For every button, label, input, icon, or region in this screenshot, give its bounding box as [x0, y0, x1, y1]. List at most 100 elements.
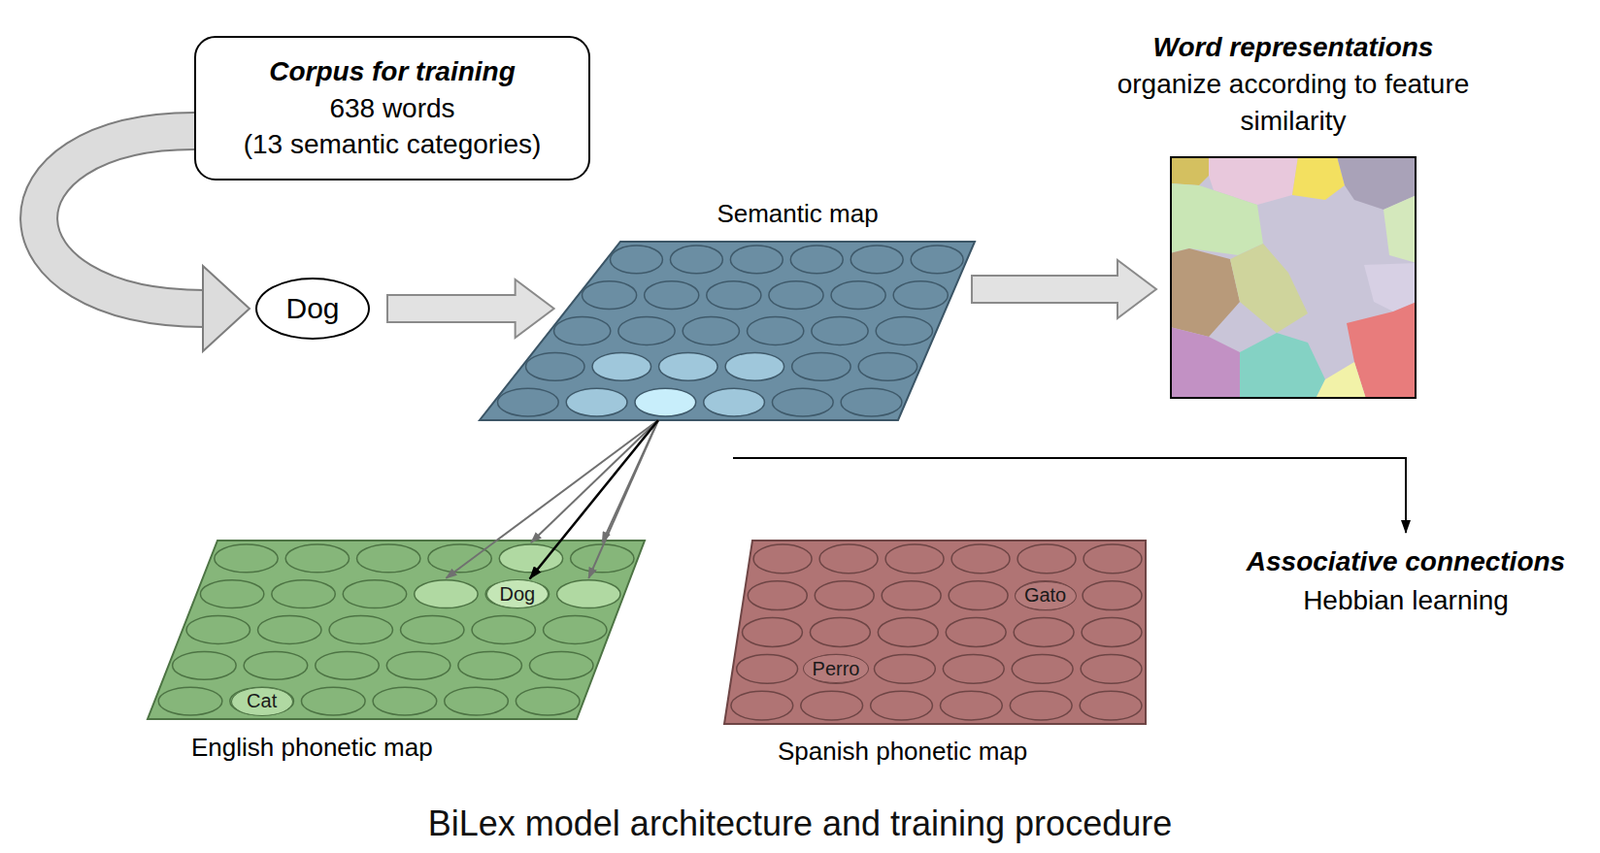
map-unit: [1081, 618, 1142, 648]
map-unit: [809, 618, 870, 648]
map-unit: [858, 352, 918, 381]
feature-region: [1239, 333, 1326, 400]
map-unit: [342, 580, 406, 609]
word-circle: Gato: [1014, 581, 1077, 611]
map-unit: [814, 581, 874, 611]
map-unit: [243, 651, 308, 680]
feature-map-frame: [1170, 157, 1416, 399]
feature-region: [1169, 183, 1264, 256]
map-unit: [644, 281, 700, 310]
feature-region: [1169, 327, 1240, 400]
map-unit: [471, 616, 536, 645]
map-unit: [1083, 544, 1142, 574]
map-unit: [634, 388, 697, 417]
box-body: (13 semantic categories): [243, 126, 542, 164]
map-unit: [582, 281, 637, 310]
semantic-map: Semantic map: [479, 241, 975, 421]
map-unit: [618, 317, 675, 346]
map-unit: [1079, 691, 1142, 721]
map-unit: [1009, 691, 1072, 721]
map-unit: [214, 544, 278, 573]
map-unit: [771, 388, 834, 417]
map-unit: [1017, 544, 1076, 574]
box-heading: Corpus for training: [268, 53, 516, 91]
map-unit: [329, 616, 394, 645]
map-unit: [592, 352, 652, 381]
map-unit: [515, 687, 580, 716]
map-title: Semantic map: [620, 199, 975, 230]
map-plane: [724, 540, 1146, 725]
map-unit: [725, 352, 785, 381]
map-unit: [790, 245, 843, 274]
circle-label: Perro: [812, 658, 861, 681]
map-unit: [736, 654, 799, 684]
fan-line: [445, 420, 659, 579]
map-unit: [939, 691, 1002, 721]
map-unit: [498, 388, 560, 417]
map-unit: [742, 618, 803, 648]
map-unit: [372, 687, 437, 716]
annotation-heading: Associative connections: [1246, 546, 1566, 578]
circle-label: Gato: [1024, 584, 1067, 607]
map-unit: [186, 616, 251, 645]
fan-line: [601, 420, 659, 543]
map-unit: [485, 580, 549, 609]
figure-caption: BiLex model architecture and training pr…: [0, 803, 1600, 845]
map-unit: [819, 544, 878, 574]
map-unit: [747, 581, 807, 611]
panel-body: organize according to feature similarity: [1116, 66, 1470, 140]
fan-line: [531, 420, 659, 543]
map-unit: [285, 544, 349, 573]
map-unit: [570, 544, 634, 573]
map-unit: [158, 687, 223, 716]
map-unit: [870, 691, 934, 721]
feature-region: [1169, 248, 1240, 337]
map-unit: [893, 281, 948, 310]
map-unit: [200, 580, 264, 609]
feature-region: [1383, 195, 1417, 264]
curved-arrow-edge: [38, 131, 205, 309]
map-unit: [881, 581, 941, 611]
map-unit: [753, 544, 812, 574]
connector: [445, 420, 659, 579]
box-body: 638 words: [329, 90, 455, 128]
map-unit: [805, 654, 867, 684]
map-unit: [458, 651, 523, 680]
curved-arrow-body: [38, 131, 205, 309]
map-unit: [768, 281, 824, 310]
map-unit: [885, 544, 944, 574]
panel-heading: Word representations: [1116, 29, 1470, 67]
connector: [971, 260, 1157, 319]
ellipse-label: Dog: [285, 292, 339, 326]
map-unit: [566, 388, 628, 417]
connector: [387, 279, 555, 338]
map-unit: [230, 687, 295, 716]
map-unit: [1080, 654, 1142, 684]
feature-region: [1230, 243, 1308, 334]
map-unit: [873, 654, 935, 684]
map-unit: [910, 245, 964, 274]
map-unit: [1015, 581, 1075, 611]
map-unit: [610, 245, 664, 274]
map-unit: [300, 687, 366, 716]
map-unit: [529, 651, 594, 680]
map-unit: [811, 317, 868, 346]
map-unit: [554, 317, 611, 346]
map-unit: [877, 618, 938, 648]
bracket-path: [733, 458, 1406, 534]
map-unit: [414, 580, 478, 609]
map-unit: [428, 544, 492, 573]
map-title: Spanish phonetic map: [777, 736, 1186, 767]
feature-region: [1315, 362, 1367, 400]
block-arrow: [387, 279, 555, 338]
spanish-phonetic-map: Spanish phonetic mapGatoPerro: [724, 540, 1146, 725]
map-unit: [850, 245, 903, 274]
map-unit: [875, 317, 933, 346]
map-unit: [840, 388, 902, 417]
map-unit: [682, 317, 739, 346]
map-unit: [386, 651, 451, 680]
map-unit: [172, 651, 237, 680]
map-unit: [315, 651, 380, 680]
annotation-text: Hebbian learning: [1302, 585, 1509, 617]
map-title: English phonetic map: [191, 733, 600, 764]
